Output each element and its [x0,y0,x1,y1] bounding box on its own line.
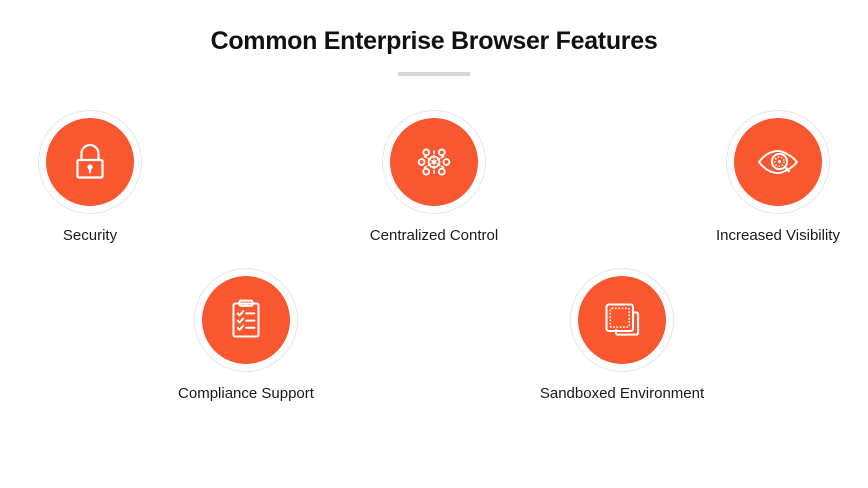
page-title: Common Enterprise Browser Features [210,27,658,55]
network-hub-icon [417,148,451,176]
icon-badge [382,110,486,214]
feature-row: Compliance Support Sandboxed Environment [0,268,868,404]
feature-item-increased-visibility[interactable]: Increased Visibility [688,110,868,246]
clipboard-checklist-icon [232,299,260,338]
icon-badge [726,110,830,214]
eye-magnifier-icon [758,150,798,174]
feature-row: Security [0,110,868,246]
feature-label: Increased Visibility [716,227,840,244]
icon-disc [202,276,290,364]
feature-label: Security [62,227,118,244]
feature-item-centralized-control[interactable]: Centralized Control [344,110,524,246]
feature-label: Compliance Support [178,385,314,402]
header: Common Enterprise Browser Features [0,24,868,76]
icon-disc [46,118,134,206]
feature-grid: Security [0,110,868,404]
icon-badge [38,110,142,214]
feature-label: Centralized Control [369,227,499,244]
feature-label: Sandboxed Environment [539,385,705,402]
icon-disc [734,118,822,206]
title-divider [398,72,470,76]
feature-item-sandboxed-environment[interactable]: Sandboxed Environment [527,268,717,404]
stacked-squares-icon [605,303,640,336]
icon-disc [390,118,478,206]
lock-icon [76,143,104,179]
feature-item-security[interactable]: Security [0,110,180,246]
icon-badge [194,268,298,372]
feature-item-compliance-support[interactable]: Compliance Support [151,268,341,404]
icon-disc [578,276,666,364]
icon-badge [570,268,674,372]
